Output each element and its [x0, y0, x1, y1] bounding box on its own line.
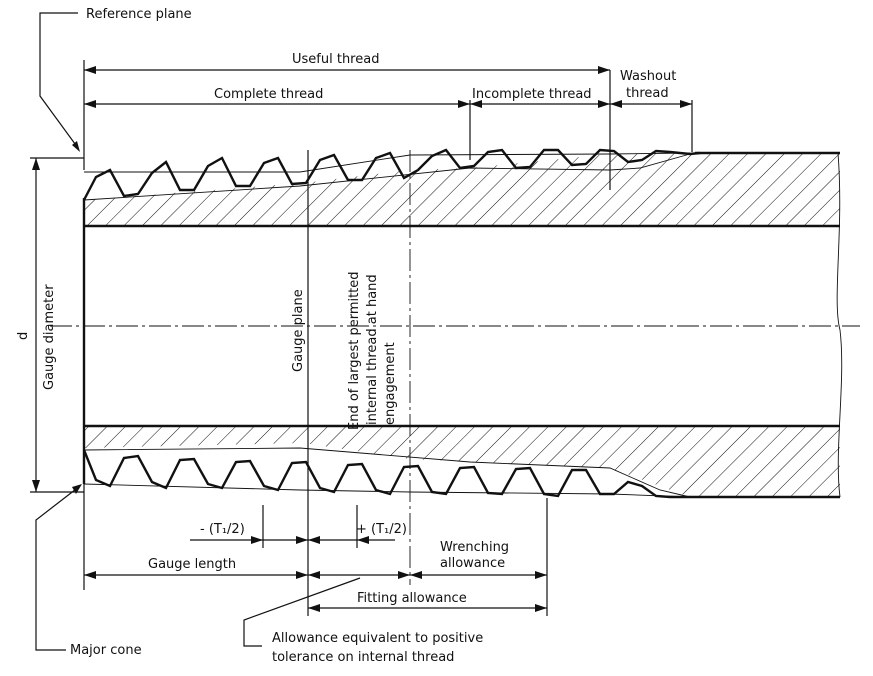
gauge-plane-label: Gauge plane — [291, 289, 306, 372]
end-thread-label-line3: engagement — [383, 342, 398, 425]
gauge-diameter-dimension: d Gauge diameter — [16, 157, 84, 493]
washout-label-line2: thread — [626, 86, 669, 101]
incomplete-thread-label: Incomplete thread — [472, 87, 592, 102]
gauge-length-dimension: Gauge length Wrenching allowance — [83, 484, 548, 616]
plus-tolerance-label: + (T₁/2) — [356, 522, 407, 537]
allowance-label-line1: Allowance equivalent to positive — [272, 631, 483, 646]
useful-thread-label: Useful thread — [292, 52, 379, 67]
fitting-allowance-dimension: Fitting allowance — [308, 591, 547, 612]
wrenching-label-line2: allowance — [440, 556, 505, 571]
allowance-label-line2: tolerance on internal thread — [272, 650, 454, 665]
allowance-equivalent-callout: Allowance equivalent to positive toleran… — [243, 577, 483, 665]
reference-plane-callout: Reference plane — [39, 7, 192, 152]
break-line — [836, 152, 843, 498]
gauge-diameter-label: Gauge diameter — [42, 284, 57, 390]
useful-thread-dimension: Useful thread — [84, 52, 610, 74]
complete-thread-label: Complete thread — [214, 87, 323, 102]
major-cone-callout: Major cone — [35, 484, 142, 658]
end-thread-label-line2: internal thread at hand — [365, 274, 380, 425]
major-cone-label: Major cone — [70, 643, 142, 658]
gauge-length-label: Gauge length — [148, 557, 236, 572]
thread-segment-dimensions: Complete thread Incomplete thread Washou… — [84, 69, 692, 108]
washout-label-line1: Washout — [620, 69, 676, 84]
fitting-allowance-label: Fitting allowance — [357, 591, 467, 606]
tolerance-dimensions: - (T₁/2) + (T₁/2) — [190, 505, 407, 548]
d-symbol: d — [16, 332, 31, 340]
reference-plane-label: Reference plane — [86, 7, 192, 22]
minus-tolerance-label: - (T₁/2) — [200, 522, 245, 537]
pipe-wall-top — [84, 151, 840, 228]
wrenching-label-line1: Wrenching — [440, 540, 509, 555]
end-thread-label-line1: End of largest permitted — [347, 271, 362, 430]
